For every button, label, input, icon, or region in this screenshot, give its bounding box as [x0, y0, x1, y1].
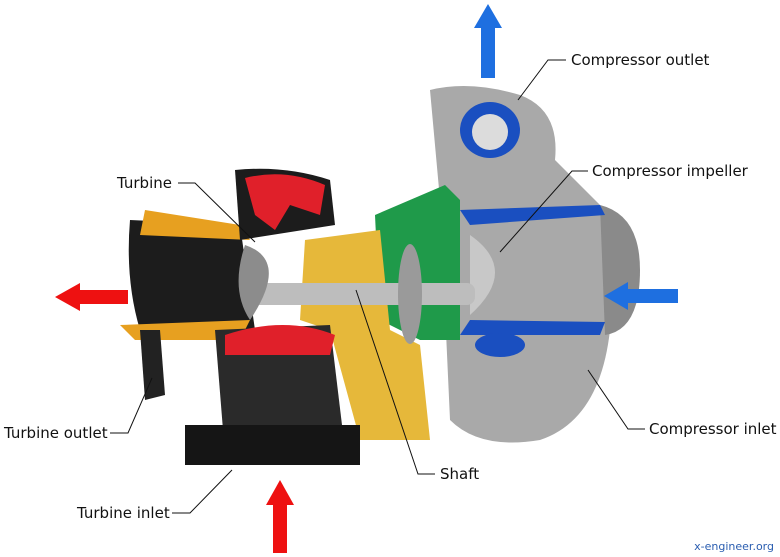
label-turbine-inlet: Turbine inlet: [77, 504, 170, 522]
label-compressor-inlet: Compressor inlet: [649, 420, 777, 438]
watermark: x-engineer.org: [694, 540, 774, 553]
compressor-housing: [430, 86, 640, 443]
compressor-inlet-arrow: [604, 282, 678, 310]
turbine-outlet-arrow: [55, 283, 128, 311]
label-compressor-impeller: Compressor impeller: [592, 162, 748, 180]
bearing-housing: [300, 230, 430, 440]
compressor-outlet-arrow: [474, 4, 502, 78]
label-turbine: Turbine: [117, 174, 172, 192]
label-shaft: Shaft: [440, 465, 480, 483]
label-compressor-outlet: Compressor outlet: [571, 51, 710, 69]
turbine-housing: [120, 168, 360, 465]
label-turbine-outlet: Turbine outlet: [4, 424, 108, 442]
turbine-inlet-arrow: [266, 480, 294, 553]
leader-lines: [110, 59, 645, 514]
